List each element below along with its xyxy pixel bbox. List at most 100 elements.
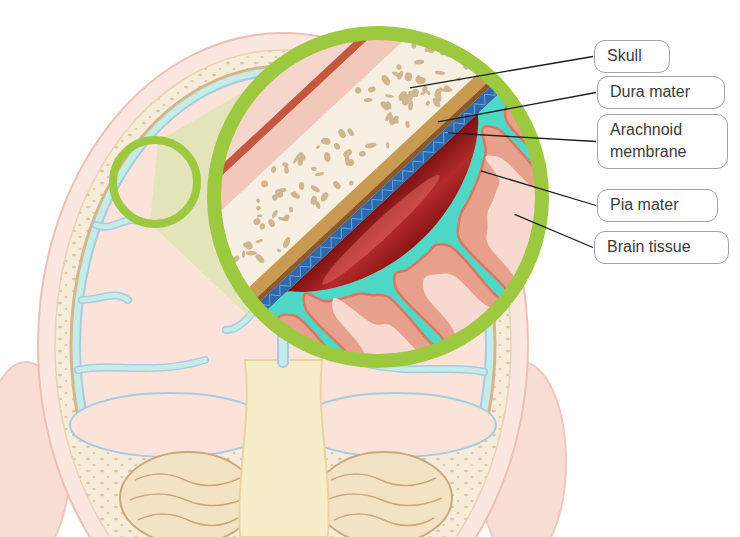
bone-pore	[395, 63, 403, 71]
bone-pore	[364, 98, 373, 102]
white-matter	[239, 72, 740, 537]
folium	[334, 514, 434, 526]
label-text: Skull	[607, 45, 657, 67]
bone-pore	[123, 304, 130, 307]
bone-pore	[163, 347, 167, 353]
bone-pore	[311, 166, 317, 171]
bone-pore	[337, 128, 348, 140]
bone-pore	[140, 300, 150, 307]
bone-pore	[453, 34, 458, 40]
bone-pore	[178, 263, 186, 267]
bone-pore	[385, 94, 394, 98]
bone-pore	[177, 313, 186, 323]
bone-pore	[397, 90, 409, 103]
bone-pore	[433, 88, 442, 99]
bone-pore	[521, 0, 532, 7]
leader-line	[438, 93, 596, 122]
lateral-sulcus	[78, 360, 205, 370]
sulcus	[82, 296, 128, 300]
label-text: Dura mater	[610, 81, 712, 103]
bone-pore	[435, 70, 446, 75]
bone-pore	[346, 127, 355, 137]
cerebellum	[120, 452, 256, 537]
csf-layer	[163, 0, 740, 537]
bone-pore	[155, 320, 164, 332]
folium	[130, 494, 246, 506]
bone-pore	[404, 72, 412, 82]
label-box: Arachnoid membrane	[597, 114, 728, 169]
bone-pore	[508, 14, 515, 21]
bone-pore	[177, 267, 183, 273]
bone-pore	[431, 96, 442, 108]
bone-pore	[299, 182, 305, 190]
bone-pore	[193, 256, 199, 262]
bone-pore	[267, 218, 276, 228]
bone-pore	[470, 27, 476, 33]
bone-pore	[191, 280, 198, 288]
leader-lines	[410, 57, 596, 248]
label-text: Arachnoid membrane	[610, 119, 714, 162]
temporal-lobe	[70, 393, 270, 457]
bone-pore	[342, 148, 353, 158]
folium	[326, 494, 442, 506]
bone-pore	[255, 198, 260, 204]
bone-pore	[261, 180, 269, 187]
bone-pore	[277, 248, 282, 252]
bone-pore	[506, 10, 514, 21]
bone-pore	[255, 238, 263, 243]
label-box: Skull	[594, 40, 670, 73]
bone-pore	[290, 191, 301, 200]
bone-pore	[246, 251, 257, 256]
bone-pore	[282, 162, 289, 168]
bone-pore	[170, 334, 175, 340]
bone-pore	[242, 250, 246, 258]
bone-pore	[499, 8, 508, 19]
bone-pore	[271, 209, 279, 219]
bone-pore	[202, 264, 210, 271]
bone-pore	[444, 9, 453, 17]
bone-pore	[201, 287, 209, 298]
bone-pore	[482, 23, 490, 30]
bone-pore	[365, 142, 377, 149]
brainstem	[239, 360, 328, 537]
bone-pore	[483, 38, 490, 44]
folium	[135, 474, 240, 486]
bone-pore	[525, 14, 530, 17]
bone-pore	[282, 236, 292, 249]
bone-pore	[502, 0, 511, 3]
label-box: Brain tissue	[594, 231, 729, 264]
bone-pore	[315, 171, 325, 176]
folium	[331, 474, 436, 486]
bone-pore	[348, 180, 354, 186]
bone-pore	[492, 31, 500, 39]
bone-pore	[257, 214, 263, 217]
bone-pore	[189, 246, 197, 254]
bone-pore	[255, 205, 261, 211]
bone-pore	[148, 331, 157, 340]
bone-pore	[157, 276, 165, 280]
bone-pore	[354, 86, 363, 95]
bone-pore	[243, 240, 254, 251]
bone-pore	[254, 252, 266, 264]
bone-pore	[485, 43, 495, 48]
bone-pore	[517, 0, 527, 3]
bone-pore	[310, 184, 321, 193]
label-box: Pia mater	[597, 189, 718, 222]
bone-pore	[169, 345, 177, 353]
bone-pore	[359, 151, 367, 158]
bone-pore	[142, 298, 148, 303]
bone-pore	[271, 166, 277, 174]
bone-pore	[282, 213, 291, 222]
cortex	[223, 55, 740, 537]
leader-line	[481, 171, 596, 206]
leader-line	[448, 133, 596, 142]
bone-pore	[426, 90, 431, 95]
bone-pore	[319, 191, 330, 203]
bone-pore	[333, 142, 342, 151]
folium	[138, 514, 238, 526]
bone-pore	[157, 316, 166, 327]
label-text: Pia mater	[610, 194, 705, 216]
bone-pore	[405, 120, 410, 128]
